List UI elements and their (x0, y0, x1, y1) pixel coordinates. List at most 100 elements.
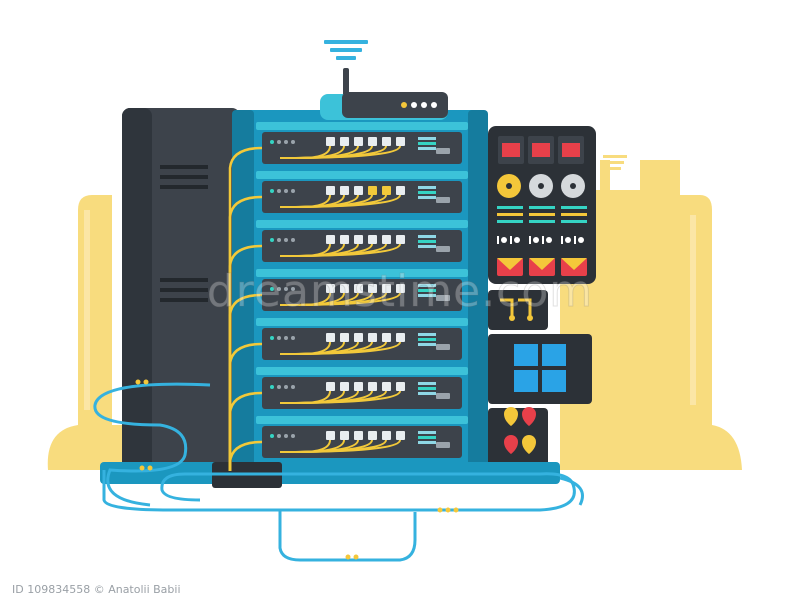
ethernet-port-icon (382, 284, 391, 293)
ethernet-port-icon (354, 382, 363, 391)
server-rack-icon (232, 110, 488, 470)
status-led (270, 434, 274, 438)
windows-logo-icon (488, 334, 592, 404)
ethernet-port-icon (354, 186, 363, 195)
ethernet-port-icon (368, 235, 377, 244)
status-led (277, 140, 281, 144)
status-led (284, 140, 288, 144)
ethernet-port-icon (396, 284, 405, 293)
patch-cable (279, 292, 401, 306)
ethernet-port-icon (354, 235, 363, 244)
ethernet-port-icon (368, 431, 377, 440)
riser-cable (228, 244, 263, 471)
map-pin-icon (488, 407, 548, 470)
ethernet-port-icon (326, 284, 335, 293)
junction-panel (488, 290, 548, 330)
patch-cable (279, 243, 401, 257)
indicator-bar (418, 289, 436, 292)
indicator-bar (418, 338, 436, 341)
ethernet-port-icon (396, 382, 405, 391)
city-silhouette (47, 160, 742, 470)
id-strip (0, 580, 800, 600)
indicator-bar (418, 240, 436, 243)
ethernet-port-icon (368, 137, 377, 146)
network-switch-icon (256, 220, 468, 262)
indicator-bar (418, 147, 436, 150)
ethernet-port-icon (340, 431, 349, 440)
ethernet-port-icon (396, 186, 405, 195)
status-led (291, 189, 295, 193)
cable-connectors (135, 379, 459, 560)
status-led (291, 434, 295, 438)
ethernet-port-icon (354, 284, 363, 293)
status-led (270, 238, 274, 242)
status-led (284, 238, 288, 242)
ethernet-port-icon (326, 186, 335, 195)
router-wifi-icon (324, 40, 368, 60)
control-panel-icon (488, 126, 596, 284)
status-led (270, 336, 274, 340)
indicator-bar (418, 235, 436, 238)
ethernet-port-icon (326, 333, 335, 342)
wifi-signal-icon (603, 155, 627, 170)
vent-slots (160, 165, 208, 302)
status-led (291, 385, 295, 389)
indicator-bar (418, 392, 436, 395)
ethernet-port-icon (368, 186, 377, 195)
status-led (291, 140, 295, 144)
rack-shelf (256, 318, 468, 326)
indicator-bar (418, 387, 436, 390)
ethernet-port-icon (326, 382, 335, 391)
patch-cable (279, 390, 401, 404)
ethernet-port-icon (340, 382, 349, 391)
indicator-bar (418, 382, 436, 385)
status-led (277, 238, 281, 242)
switch-body (262, 328, 462, 360)
ethernet-port-icon (326, 235, 335, 244)
rack-shelf (256, 220, 468, 228)
ethernet-port-icon (382, 333, 391, 342)
status-led (277, 287, 281, 291)
cable-icon (93, 382, 584, 562)
ethernet-port-icon (340, 284, 349, 293)
network-switch-icon (256, 318, 468, 360)
power-switch (436, 295, 450, 301)
patch-cable (279, 194, 401, 208)
indicator-bar (418, 441, 436, 444)
ethernet-port-icon (396, 333, 405, 342)
power-switch (436, 148, 450, 154)
indicator-bar (418, 284, 436, 287)
riser-cable (228, 391, 263, 471)
ethernet-port-icon (354, 137, 363, 146)
switch-body (262, 181, 462, 213)
riser-cable (228, 293, 263, 471)
indicator-bar (418, 191, 436, 194)
network-switch-icon (256, 122, 468, 164)
indicator-bar (418, 436, 436, 439)
power-switch (436, 393, 450, 399)
network-switch-icon (256, 367, 468, 409)
riser-cable (228, 342, 263, 471)
patch-cable (279, 439, 401, 453)
status-led (291, 238, 295, 242)
status-led (284, 189, 288, 193)
ethernet-port-icon (340, 333, 349, 342)
network-switch-icon (256, 171, 468, 213)
ethernet-port-icon (326, 431, 335, 440)
ethernet-port-icon (340, 137, 349, 146)
rack-cables (228, 146, 263, 471)
ethernet-port-icon (368, 382, 377, 391)
riser-cable (228, 440, 263, 471)
power-switch (436, 442, 450, 448)
switch-body (262, 426, 462, 458)
status-bars (497, 206, 587, 223)
ethernet-port-icon (382, 235, 391, 244)
network-switch-icon (256, 269, 468, 311)
rack-shelf (256, 171, 468, 179)
patch-cable (279, 341, 401, 355)
ethernet-port-icon (382, 186, 391, 195)
switch-body (262, 377, 462, 409)
indicator-bar (418, 333, 436, 336)
status-led (270, 385, 274, 389)
status-led (277, 385, 281, 389)
